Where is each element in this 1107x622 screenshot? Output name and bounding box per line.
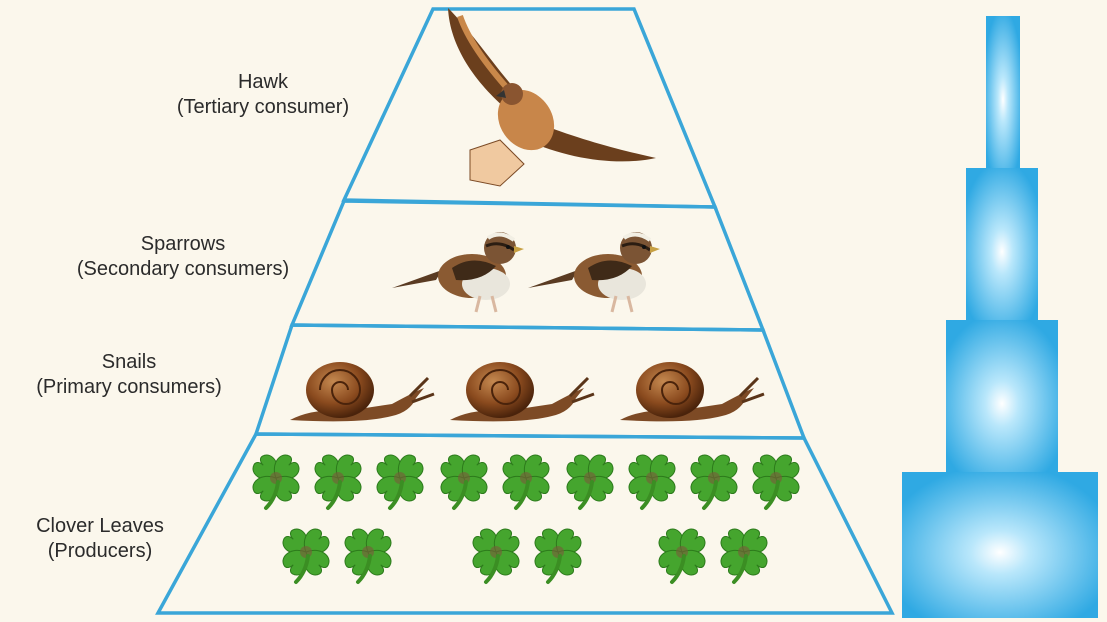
clover-icon xyxy=(532,526,585,582)
tower-block-tertiary xyxy=(986,16,1020,168)
snail-icon xyxy=(620,362,764,421)
hawk-icon xyxy=(448,8,656,186)
level-name: Clover Leaves xyxy=(10,514,190,539)
tower-block-producers xyxy=(902,472,1098,618)
level-label-sparrows: Sparrows (Secondary consumers) xyxy=(58,232,308,282)
level-name: Hawk xyxy=(148,70,378,95)
level-role: (Tertiary consumer) xyxy=(148,95,378,120)
clover-icon xyxy=(342,526,395,582)
biomass-tower xyxy=(902,16,1098,618)
clover-icon xyxy=(438,452,491,508)
clover-icon xyxy=(564,452,617,508)
level-label-clover: Clover Leaves (Producers) xyxy=(10,514,190,564)
clover-icon xyxy=(718,526,771,582)
level-label-hawk: Hawk (Tertiary consumer) xyxy=(148,70,378,120)
clover-icon xyxy=(688,452,741,508)
level-role: (Primary consumers) xyxy=(4,375,254,400)
level-role: (Producers) xyxy=(10,539,190,564)
level-name: Sparrows xyxy=(58,232,308,257)
level-name: Snails xyxy=(4,350,254,375)
tower-block-secondary xyxy=(966,168,1038,320)
clover-icon xyxy=(470,526,523,582)
clover-icon xyxy=(750,452,803,508)
level-label-snails: Snails (Primary consumers) xyxy=(4,350,254,400)
clover-icon xyxy=(280,526,333,582)
tower-block-primary xyxy=(946,320,1058,472)
level-role: (Secondary consumers) xyxy=(58,257,308,282)
clover-icon xyxy=(626,452,679,508)
sparrow-icon xyxy=(392,232,524,312)
clover-icon xyxy=(500,452,553,508)
clover-icon xyxy=(312,452,365,508)
clover-icon xyxy=(656,526,709,582)
clover-icon xyxy=(250,452,303,508)
clover-icon xyxy=(374,452,427,508)
sparrow-icon xyxy=(528,232,660,312)
snail-icon xyxy=(450,362,594,421)
snail-icon xyxy=(290,362,434,421)
